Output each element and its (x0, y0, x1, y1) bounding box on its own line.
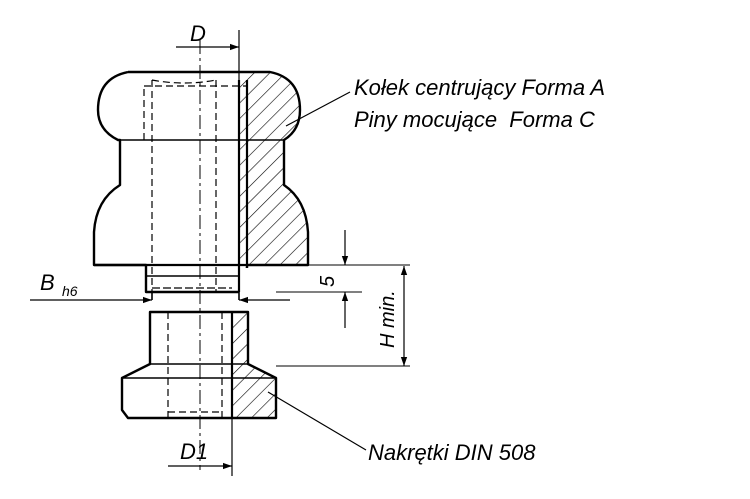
callout-pin-line2: Piny mocujące Forma C (354, 107, 595, 132)
dimension-h: H min. (276, 266, 410, 367)
nut-hidden-thread (167, 312, 223, 418)
callout-nut: Nakrętki DIN 508 (368, 440, 536, 465)
pin-hidden-bore (143, 79, 246, 292)
label-h-min: H min. (377, 290, 399, 348)
label-b: B (40, 270, 55, 295)
label-d1: D1 (180, 439, 208, 464)
leader-nut (267, 391, 367, 451)
label-b-tolerance: h6 (62, 283, 78, 299)
dimension-d: D (176, 21, 240, 80)
dimension-5: 5 (276, 230, 410, 328)
pin-section-hatch (239, 72, 308, 268)
leader-pin (285, 91, 351, 127)
nut-section-hatch (232, 312, 276, 418)
dimension-b: B h6 (30, 270, 290, 304)
pin-stud (145, 275, 240, 300)
t-slot-nut (120, 310, 278, 420)
label-5: 5 (317, 275, 339, 287)
pin-section-border (237, 80, 249, 292)
nut-outline (120, 310, 278, 420)
callout-pin-line1: Kołek centrujący Forma A (354, 75, 605, 100)
label-d: D (190, 21, 206, 46)
dimension-d1: D1 (168, 418, 233, 476)
centring-pin (92, 70, 310, 300)
